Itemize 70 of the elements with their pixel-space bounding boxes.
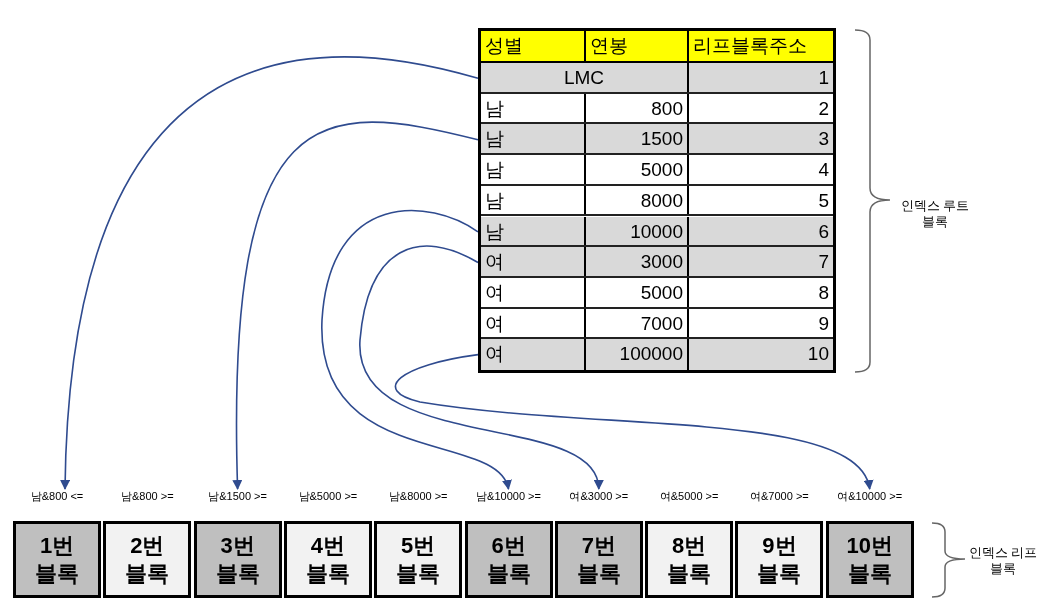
- table-cell-text: 3: [817, 127, 830, 152]
- table-cell: 남: [481, 185, 586, 215]
- condition-label: 여&10000 >=: [836, 489, 904, 503]
- table-row: [481, 185, 833, 217]
- table-cell: 남: [481, 216, 586, 246]
- leaf-block: 2번 블록: [103, 521, 192, 598]
- table-cell-text: 6: [817, 219, 830, 244]
- table-cell: 여: [481, 277, 586, 307]
- table-row: [481, 155, 833, 186]
- table-cell: 남: [481, 155, 586, 184]
- leaf-block: 3번 블록: [193, 521, 282, 598]
- table-cell-text: 1: [817, 66, 830, 90]
- header-cell: 성별: [481, 31, 586, 63]
- leaf-block: 8번 블록: [645, 521, 734, 598]
- table: [478, 28, 836, 373]
- table-row: [481, 339, 833, 370]
- condition-label: 남&800 >=: [120, 489, 175, 503]
- leaf-block: 10번 블록: [825, 521, 914, 598]
- header-cell: 리프블록주소: [689, 31, 833, 63]
- table-cell: LMC: [481, 63, 689, 92]
- table-cell: 5000: [586, 277, 689, 307]
- table-cell-text: 4: [817, 158, 830, 183]
- table-cell-text: 7: [817, 250, 830, 275]
- condition-label: 남&10000 >=: [475, 489, 542, 503]
- table-row: [481, 124, 833, 156]
- table-cell: 8000: [586, 185, 689, 215]
- leaf-block: 4번 블록: [283, 521, 372, 598]
- table-cell: 남: [481, 124, 586, 154]
- brace-label: 인덱스 루트 블록: [900, 198, 970, 230]
- condition-label: 여&3000 >=: [568, 489, 630, 503]
- table-cell: 남: [481, 93, 586, 123]
- leaf-block: 9번 블록: [735, 521, 824, 598]
- table-cell: 1500: [586, 124, 689, 154]
- table-cell: 여: [481, 247, 586, 276]
- condition-label: 여&5000 >=: [658, 489, 720, 503]
- table-cell: 여: [481, 339, 586, 370]
- table-cell: 10000: [586, 216, 689, 246]
- leaf-block: 1번 블록: [13, 521, 101, 598]
- condition-label: 여&7000 >=: [749, 489, 810, 503]
- header-cell: 연봉: [586, 31, 689, 63]
- table-row: [481, 247, 833, 278]
- arrow: [60, 56, 479, 490]
- condition-label: 남&800 <=: [29, 489, 85, 503]
- table-cell-text: 5: [817, 188, 830, 213]
- table-row: [481, 277, 833, 309]
- brace-label: 인덱스 리프 블록: [967, 545, 1038, 577]
- leaf-block: 7번 블록: [554, 521, 643, 598]
- table-row: [481, 216, 833, 248]
- table-cell-text: 8: [817, 280, 830, 305]
- condition-label: 남&5000 >=: [297, 489, 359, 503]
- arrow: [359, 245, 602, 490]
- table-row: [481, 63, 833, 94]
- table-cell: 5000: [586, 155, 689, 184]
- arrow: [232, 121, 479, 490]
- table-cell: 100000: [586, 339, 689, 370]
- condition-label: 남&8000 >=: [387, 489, 449, 503]
- table-cell-text: 2: [817, 96, 830, 121]
- table-cell: 3000: [586, 247, 689, 276]
- leaf-block: 5번 블록: [374, 521, 463, 598]
- leaf-block: 6번 블록: [464, 521, 553, 598]
- table-row: [481, 308, 833, 340]
- table-cell: 여: [481, 308, 586, 338]
- arrow: [394, 353, 871, 490]
- table-cell-text: 9: [817, 311, 830, 336]
- table-cell: 7000: [586, 308, 689, 338]
- arrow: [321, 209, 510, 490]
- condition-label: 남&1500 >=: [207, 489, 268, 503]
- table-cell: 800: [586, 93, 689, 123]
- table-cell-text: 10: [806, 342, 830, 367]
- table-row: [481, 93, 833, 125]
